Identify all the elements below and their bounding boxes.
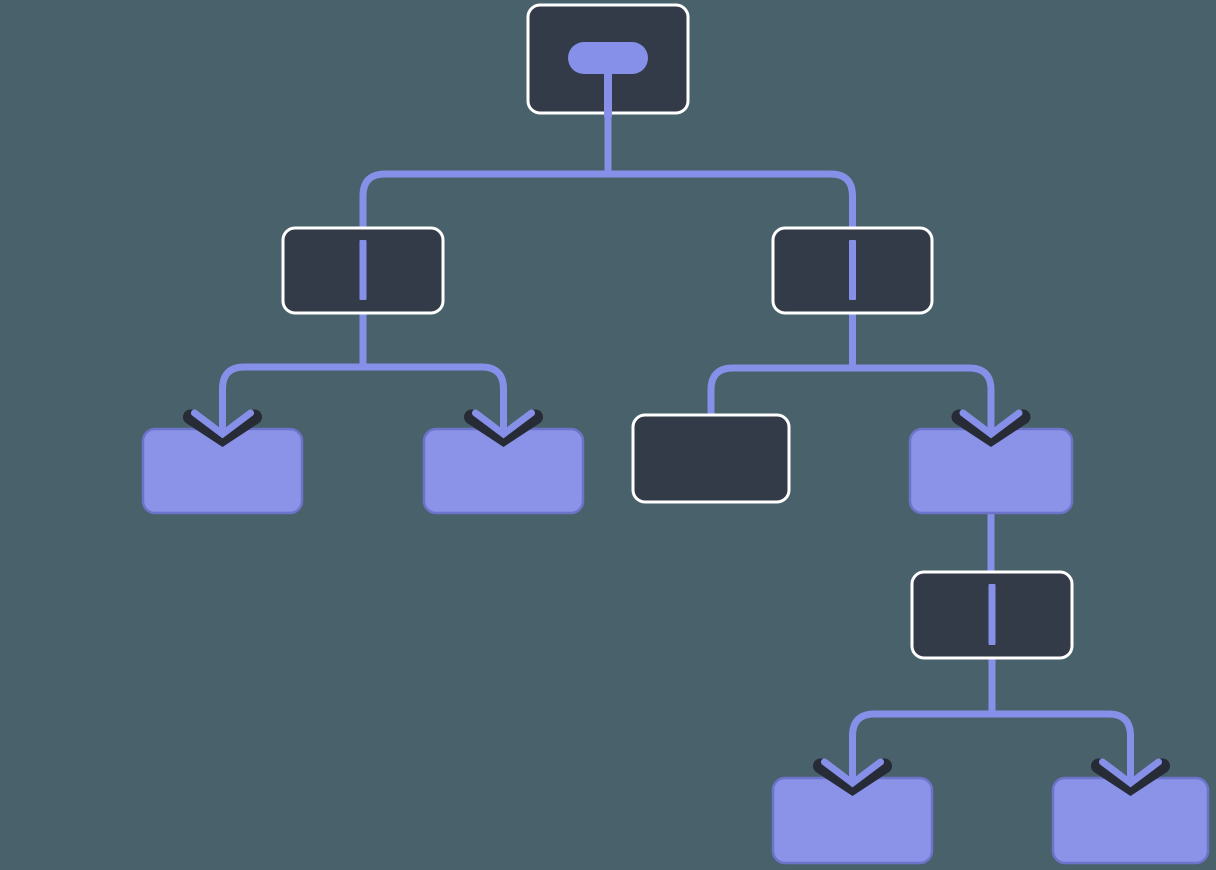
arrow-chevron-icon (1099, 758, 1162, 788)
arrow-layer (183, 398, 1170, 796)
root-pill-stem-icon (604, 58, 612, 117)
arrow-chevron-icon (191, 409, 254, 439)
connector-rail (849, 710, 1134, 737)
connector-layer (219, 113, 1134, 752)
pass-through-bar-icon (988, 584, 996, 645)
connector-rail (707, 364, 995, 391)
leaf-node-dark[interactable] (631, 413, 791, 504)
arrow-chevron-icon (821, 758, 884, 788)
node-layer (141, 3, 1210, 865)
pass-through-bar-icon (849, 240, 856, 300)
pass-through-bar-icon (359, 240, 367, 300)
connector-rail (359, 170, 856, 197)
arrow-chevron-icon (472, 409, 535, 439)
connector-rail (219, 363, 507, 390)
arrow-chevron-icon (959, 409, 1023, 439)
icon-layer (359, 42, 996, 645)
root-pill-icon (568, 42, 648, 74)
